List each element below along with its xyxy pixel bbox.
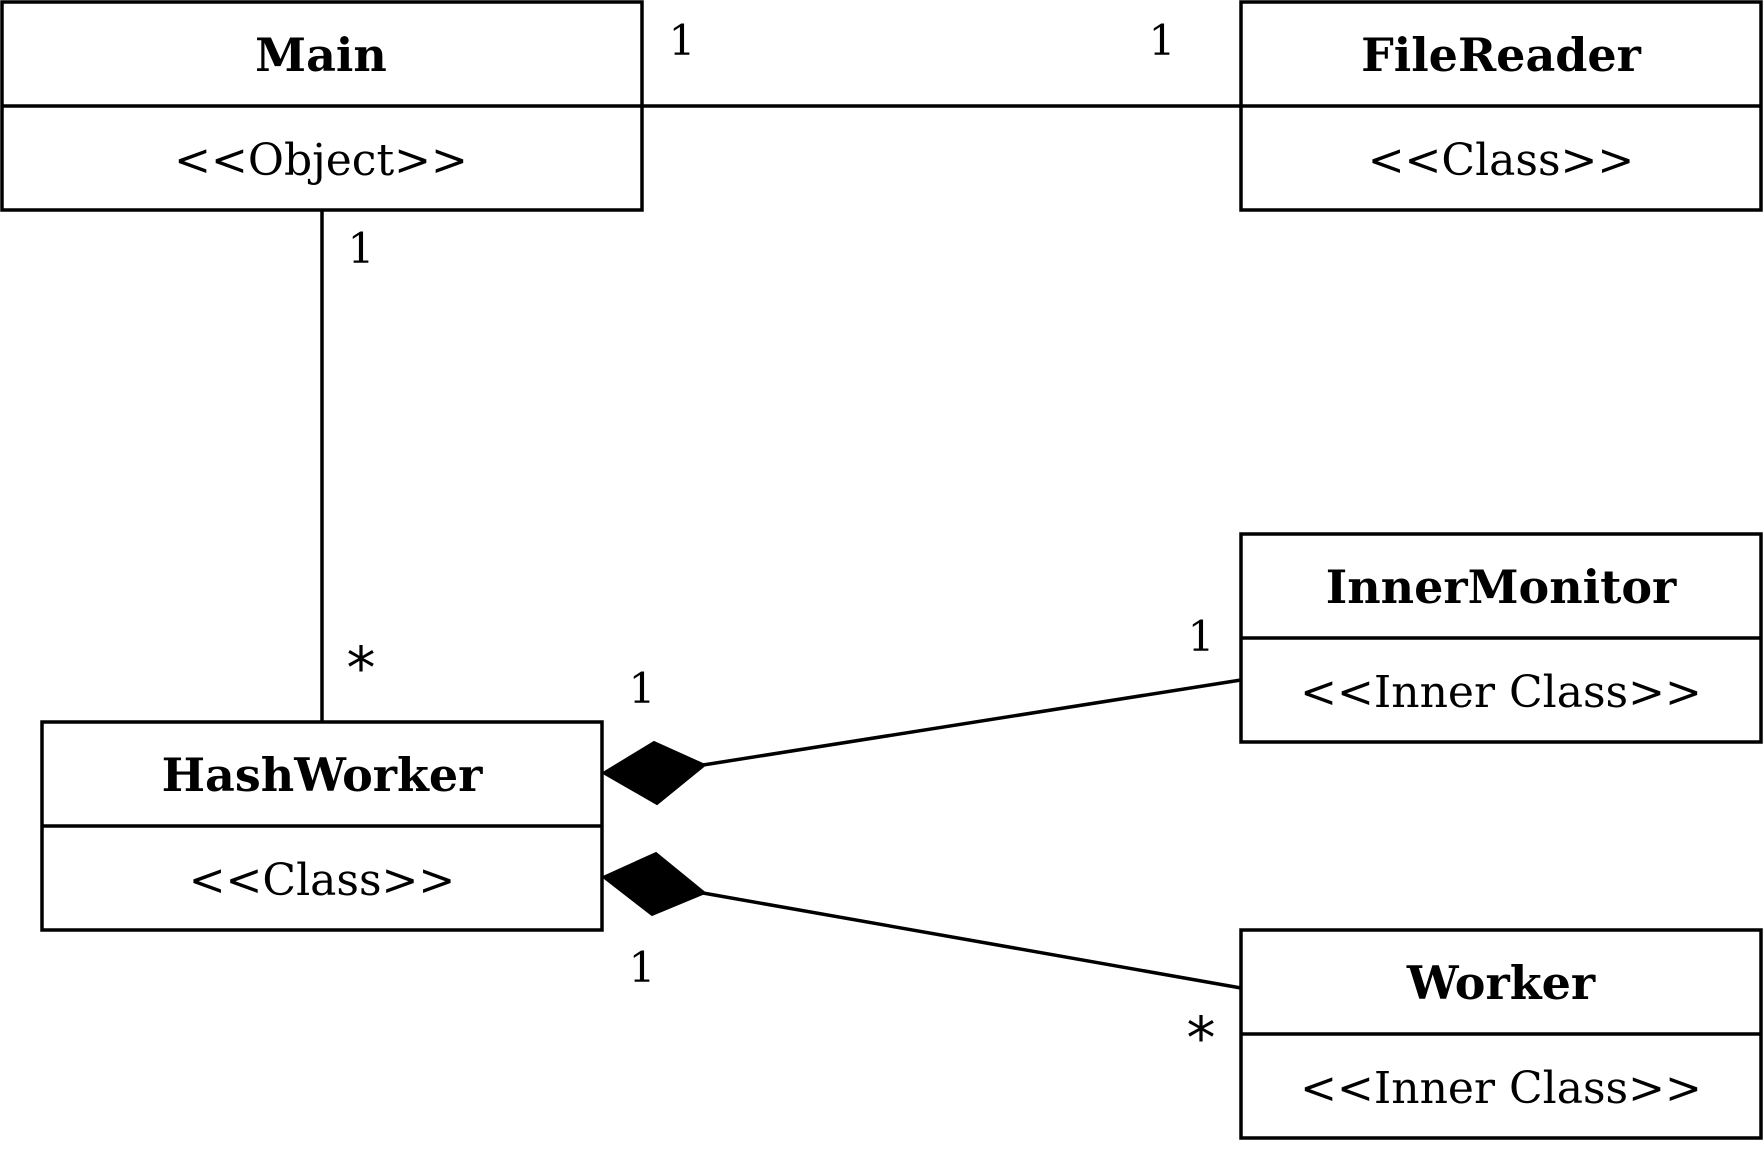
composition-diamond-worker xyxy=(601,851,707,917)
class-main[interactable]: Main <<Object>> xyxy=(0,0,644,212)
class-innermonitor-stereotype: <<Inner Class>> xyxy=(1300,667,1702,718)
class-innermonitor[interactable]: InnerMonitor <<Inner Class>> xyxy=(1239,532,1763,744)
class-hashworker-stereotype: <<Class>> xyxy=(189,855,456,906)
class-worker[interactable]: Worker <<Inner Class>> xyxy=(1239,928,1763,1140)
class-innermonitor-name: InnerMonitor xyxy=(1326,560,1677,614)
class-hashworker-name: HashWorker xyxy=(162,748,484,802)
class-filereader-name: FileReader xyxy=(1361,28,1642,82)
mult-hashworker-to-innermonitor: 1 xyxy=(629,664,656,713)
mult-main-to-filereader: 1 xyxy=(669,16,696,65)
class-main-stereotype: <<Object>> xyxy=(174,135,468,186)
edge-hashworker-worker xyxy=(702,891,1242,990)
class-worker-stereotype: <<Inner Class>> xyxy=(1300,1063,1702,1114)
class-main-name: Main xyxy=(255,28,387,82)
edge-hashworker-innermonitor xyxy=(702,678,1242,767)
mult-hashworker-to-worker: 1 xyxy=(629,943,656,992)
class-filereader-stereotype: <<Class>> xyxy=(1368,135,1635,186)
mult-hashworker-from-main: * xyxy=(347,634,376,702)
mult-main-to-hashworker: 1 xyxy=(348,224,375,273)
mult-worker-from-hashworker: * xyxy=(1187,1004,1216,1072)
mult-filereader-from-main: 1 xyxy=(1149,16,1176,65)
class-hashworker[interactable]: HashWorker <<Class>> xyxy=(40,720,604,932)
class-worker-name: Worker xyxy=(1406,956,1596,1010)
class-filereader[interactable]: FileReader <<Class>> xyxy=(1239,0,1763,212)
mult-innermonitor-from-hashworker: 1 xyxy=(1188,612,1215,661)
composition-diamond-innermonitor xyxy=(601,740,707,806)
